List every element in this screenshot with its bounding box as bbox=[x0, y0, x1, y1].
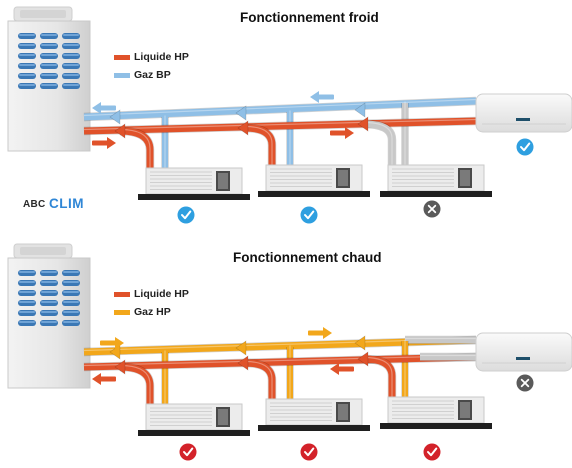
cooling-legend-liquid-swatch bbox=[114, 55, 130, 60]
heating-flow-arrow-4 bbox=[330, 363, 354, 375]
heating-liquid-drop-3 bbox=[363, 354, 397, 408]
cooling-flow-arrow-4 bbox=[330, 127, 354, 139]
cooling-cassette-2 bbox=[258, 164, 370, 197]
heating-flow-arrow-2 bbox=[308, 327, 332, 339]
heating-status-cassette-2 bbox=[300, 443, 318, 461]
heating-status-wall-unit bbox=[516, 374, 534, 392]
heating-outdoor-unit bbox=[7, 243, 91, 389]
cooling-cassette-1 bbox=[138, 167, 250, 200]
cooling-outdoor-unit bbox=[7, 6, 91, 152]
cooling-flow-arrow-1 bbox=[92, 102, 116, 114]
heating-cassette-1 bbox=[138, 403, 250, 436]
heating-flow-arrow-1 bbox=[100, 337, 124, 349]
heating-flow-arrow-3 bbox=[92, 373, 116, 385]
cooling-junction-1 bbox=[109, 109, 121, 125]
heating-legend-gas-label: Gaz HP bbox=[134, 306, 171, 318]
heating-liquid-main-end bbox=[420, 352, 476, 362]
cooling-liquid-drop-2 bbox=[244, 123, 277, 177]
heating-liquid-drop-1 bbox=[119, 362, 155, 415]
cooling-title: Fonctionnement froid bbox=[240, 10, 379, 25]
cooling-flow-arrow-3 bbox=[92, 137, 116, 149]
cooling-liquid-main bbox=[83, 116, 477, 136]
cooling-wall-unit bbox=[475, 93, 572, 133]
heating-cassette-3 bbox=[380, 396, 492, 429]
heating-legend-liquid-swatch bbox=[114, 292, 130, 297]
heating-gas-main-end bbox=[405, 335, 476, 345]
cooling-liquid-drop-3 bbox=[363, 119, 397, 177]
cooling-status-cassette-1 bbox=[177, 206, 195, 224]
cooling-junction-2 bbox=[114, 123, 126, 139]
heating-status-cassette-1 bbox=[179, 443, 197, 461]
cooling-liquid-drop-1 bbox=[119, 126, 155, 180]
heating-liquid-main bbox=[83, 352, 477, 372]
cooling-cassette-3 bbox=[380, 164, 492, 197]
brand-logo-prefix: ABC bbox=[23, 199, 46, 210]
cooling-status-wall-unit bbox=[516, 138, 534, 156]
cooling-junction-6 bbox=[357, 116, 369, 132]
cooling-status-cassette-2 bbox=[300, 206, 318, 224]
cooling-flow-arrow-2 bbox=[310, 91, 334, 103]
heating-junction-4 bbox=[237, 355, 249, 371]
brand-logo-suffix: CLIM bbox=[49, 196, 84, 211]
heating-junction-3 bbox=[235, 340, 247, 356]
heating-junction-2 bbox=[114, 359, 126, 375]
heating-wall-unit bbox=[475, 332, 572, 372]
heating-status-cassette-3 bbox=[423, 443, 441, 461]
cooling-legend-gas-swatch bbox=[114, 73, 130, 78]
cooling-junction-5 bbox=[354, 102, 366, 118]
heating-junction-5 bbox=[354, 335, 366, 351]
cooling-status-cassette-3 bbox=[423, 200, 441, 218]
cooling-gas-main bbox=[83, 96, 477, 122]
cooling-junction-3 bbox=[235, 105, 247, 121]
cooling-junction-4 bbox=[237, 120, 249, 136]
cooling-legend-liquid-label: Liquide HP bbox=[134, 51, 189, 63]
heating-liquid-drop-2 bbox=[244, 358, 277, 410]
cooling-legend-gas-label: Gaz BP bbox=[134, 69, 171, 81]
heating-cassette-2 bbox=[258, 398, 370, 431]
heating-title: Fonctionnement chaud bbox=[233, 250, 382, 265]
heating-legend-liquid-label: Liquide HP bbox=[134, 288, 189, 300]
heating-junction-6 bbox=[357, 351, 369, 367]
heating-legend-gas-swatch bbox=[114, 310, 130, 315]
